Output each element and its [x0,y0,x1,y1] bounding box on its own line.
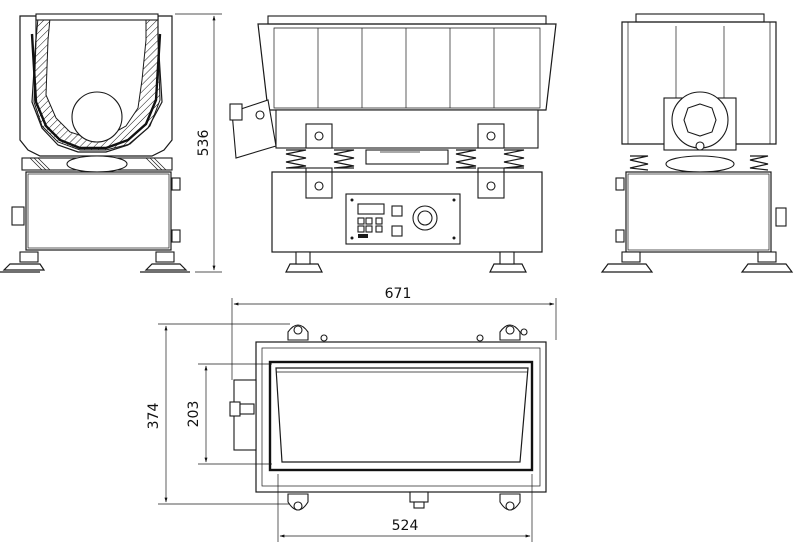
inner-length-label: 524 [392,518,419,534]
end-view [600,13,794,273]
overall-length-label: 671 [385,286,412,302]
plan-view [229,324,547,511]
overall-width-label: 374 [146,403,162,430]
height-label: 536 [196,130,212,157]
overall-width-dimension: 374 [146,323,290,505]
overall-length-dimension: 671 [231,286,557,380]
side-section-view [0,13,190,273]
springs [285,149,525,169]
inner-width-dimension: 203 [186,363,272,465]
inner-length-dimension: 524 [277,474,533,542]
height-dimension: 536 [175,13,222,273]
inner-width-label: 203 [186,401,202,428]
front-view [229,15,557,273]
